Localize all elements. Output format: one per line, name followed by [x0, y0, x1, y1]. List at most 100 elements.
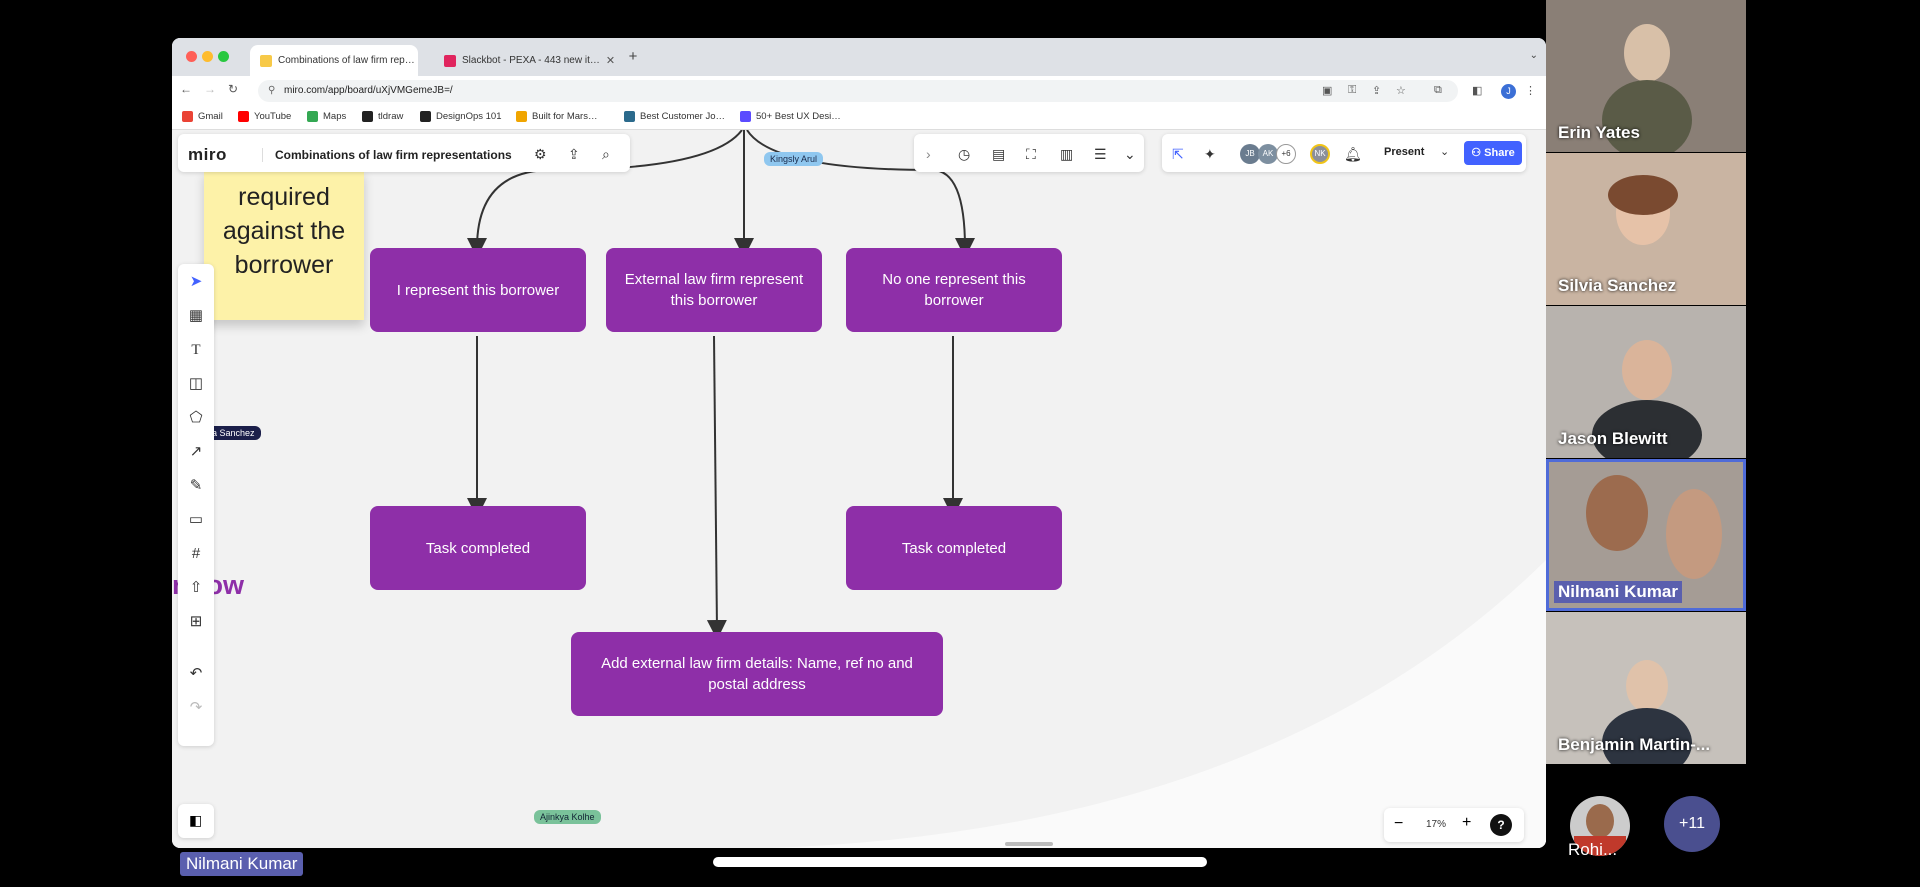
reload-icon[interactable]: ↻	[228, 82, 239, 96]
forward-arrow-icon[interactable]: →	[204, 82, 216, 96]
chevron-double-down-icon[interactable]: ⌄	[1124, 146, 1136, 162]
minimize-window-button[interactable]	[202, 51, 213, 62]
connection-line-icon[interactable]: ↗	[189, 443, 203, 460]
more-participants-button[interactable]: +11	[1664, 796, 1720, 852]
node-add-external-details[interactable]: Add external law firm details: Name, ref…	[571, 632, 943, 716]
board-tools-panel: › ◷ ▤ ⛶ ▥ ☰ ⌄	[914, 134, 1144, 172]
participant-video-silvia[interactable]: Silvia Sanchez	[1546, 153, 1746, 305]
close-tab-icon[interactable]: ✕	[605, 55, 614, 67]
participant-video-erin[interactable]: Erin Yates	[1546, 0, 1746, 152]
extension-icon[interactable]: ▣	[1322, 85, 1333, 97]
tab-slackbot[interactable]: Slackbot - PEXA - 443 new it… ✕	[434, 45, 614, 76]
share-page-icon[interactable]: ⇪	[1372, 85, 1382, 97]
screen-capture-icon[interactable]: ⛶	[1026, 146, 1036, 162]
participant-video-jason[interactable]: Jason Blewitt	[1546, 306, 1746, 458]
text-tool-icon[interactable]: T	[191, 342, 201, 358]
pen-icon[interactable]: ✎	[189, 477, 203, 494]
new-tab-icon[interactable]: +	[628, 48, 638, 65]
node-label: Add external law firm details: Name, ref…	[601, 655, 913, 693]
bookmark-built-for-mars[interactable]: Built for Mars…	[516, 111, 597, 122]
url-text: miro.com/app/board/uXjVMGemeJB=/	[284, 85, 453, 96]
bookmark-best-ux[interactable]: 50+ Best UX Desi…	[740, 111, 841, 122]
bookmark-gmail[interactable]: Gmail	[182, 111, 223, 122]
close-window-button[interactable]	[186, 51, 197, 62]
bookmark-label: tldraw	[378, 111, 404, 122]
zoom-in-icon[interactable]: +	[1462, 814, 1472, 831]
miro-board-canvas[interactable]: required against the borrower r flow I r…	[172, 130, 1546, 848]
extensions-puzzle-icon[interactable]: ⧉	[1434, 84, 1442, 96]
notes-icon[interactable]: ☰	[1094, 146, 1107, 162]
search-icon[interactable]: ⌕	[602, 146, 610, 162]
collaborator-avatar[interactable]: AK	[1258, 144, 1278, 164]
horizontal-scrollbar[interactable]	[1005, 842, 1053, 846]
bookmark-designops[interactable]: DesignOps 101	[420, 111, 501, 122]
share-button[interactable]: ⚇ Share	[1464, 141, 1522, 165]
board-sidebar-toggle[interactable]: ◧	[178, 804, 214, 838]
bookmark-best-customer[interactable]: Best Customer Jo…	[624, 111, 725, 122]
redo-icon[interactable]: ↷	[189, 699, 203, 716]
node-no-one[interactable]: No one represent this borrower	[846, 248, 1062, 332]
participant-video-benjamin[interactable]: Benjamin Martin-...	[1546, 612, 1746, 764]
tldraw-icon	[362, 111, 373, 122]
select-cursor-icon[interactable]: ➤	[189, 273, 203, 290]
present-button[interactable]: Present	[1384, 146, 1425, 158]
shapes-icon[interactable]: ⬠	[189, 409, 203, 426]
follow-cursor-icon[interactable]: ⇱	[1172, 146, 1184, 162]
tab-strip: Combinations of law firm rep… ✕ Slackbot…	[172, 38, 1546, 76]
site-info-icon[interactable]: ⚲	[268, 85, 276, 96]
node-external-firm[interactable]: External law firm represent this borrowe…	[606, 248, 822, 332]
participant-body	[1592, 400, 1702, 458]
maximize-window-button[interactable]	[218, 51, 229, 62]
add-more-icon[interactable]: ⊞	[189, 613, 203, 630]
chevron-down-icon[interactable]: ⌄	[1529, 50, 1538, 61]
canvas-background-curve	[467, 130, 1546, 848]
frame-icon[interactable]: #	[191, 545, 201, 562]
back-arrow-icon[interactable]: ←	[180, 82, 192, 96]
cursor-label-kingsly: Kingsly Arul	[764, 152, 824, 166]
miro-logo[interactable]: miro	[188, 145, 227, 164]
export-upload-icon[interactable]: ⇪	[568, 146, 580, 162]
celebrate-icon[interactable]: ✦	[1204, 146, 1216, 162]
bookmark-label: YouTube	[254, 111, 292, 122]
comment-icon[interactable]: ▭	[188, 511, 204, 528]
participant-avatar-rohi[interactable]	[1570, 796, 1630, 856]
key-icon[interactable]: ⚿	[1348, 84, 1357, 96]
frames-icon[interactable]: ▥	[1060, 146, 1074, 162]
bookmark-maps[interactable]: Maps	[307, 111, 346, 122]
board-title[interactable]: Combinations of law firm representations	[262, 148, 512, 162]
zoom-out-icon[interactable]: −	[1394, 815, 1404, 832]
bookmark-youtube[interactable]: YouTube	[238, 111, 291, 122]
timer-icon[interactable]: ◷	[958, 146, 971, 162]
sticky-note-text: required against the borrower	[222, 183, 346, 279]
present-chevron-icon[interactable]: ⌄	[1440, 146, 1450, 158]
zoom-level[interactable]: 17%	[1426, 819, 1447, 830]
notification-bell-icon[interactable]: 🔔︎	[1344, 146, 1362, 162]
upload-icon[interactable]: ⇧	[189, 579, 203, 596]
undo-icon[interactable]: ↶	[189, 665, 203, 682]
node-task-completed-left[interactable]: Task completed	[370, 506, 586, 590]
side-panel-icon[interactable]: ◧	[1472, 85, 1483, 97]
voting-icon[interactable]: ▤	[992, 146, 1006, 162]
menu-kebab-icon[interactable]: ⋮	[1525, 85, 1536, 97]
settings-gear-icon[interactable]: ⚙	[534, 146, 547, 162]
address-bar[interactable]: ⚲ miro.com/app/board/uXjVMGemeJB=/	[258, 80, 1458, 102]
my-avatar[interactable]: NK	[1310, 144, 1330, 164]
chevron-right-icon[interactable]: ›	[926, 146, 931, 162]
tab-miro-board[interactable]: Combinations of law firm rep… ✕	[250, 45, 418, 76]
sticky-note-icon[interactable]: ◫	[188, 375, 204, 392]
help-icon[interactable]: ?	[1490, 814, 1512, 836]
collaborator-avatar[interactable]: JB	[1240, 144, 1260, 164]
participant-name: Erin Yates	[1558, 123, 1640, 142]
bookmarks-bar: Gmail YouTube Maps tldraw DesignOps 101 …	[172, 106, 1546, 130]
profile-avatar[interactable]: J	[1501, 84, 1516, 99]
templates-icon[interactable]: ▦	[188, 307, 204, 324]
star-icon[interactable]: ☆	[1396, 85, 1406, 97]
sticky-note[interactable]: required against the borrower	[204, 170, 364, 320]
share-users-icon: ⚇	[1471, 147, 1485, 159]
node-i-represent[interactable]: I represent this borrower	[370, 248, 586, 332]
bookmark-tldraw[interactable]: tldraw	[362, 111, 403, 122]
left-toolbar: ➤ ▦ T ◫ ⬠ ↗ ✎ ▭ # ⇧ ⊞ ↶ ↷	[178, 264, 214, 746]
node-task-completed-right[interactable]: Task completed	[846, 506, 1062, 590]
participant-video-nilmani[interactable]: Nilmani Kumar	[1546, 459, 1746, 611]
more-collaborators-badge[interactable]: +6	[1276, 144, 1296, 164]
